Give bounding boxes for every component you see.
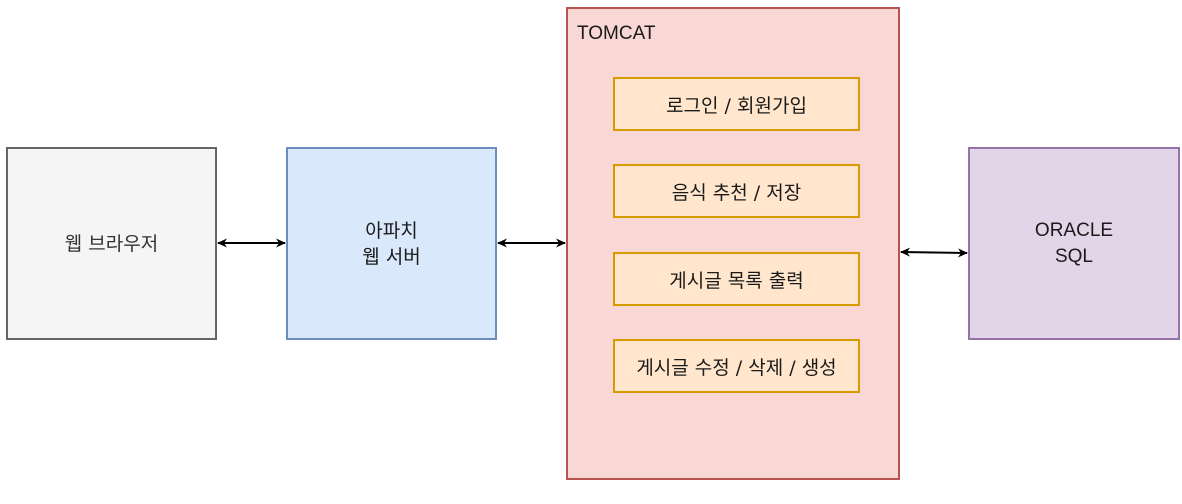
module-label: 로그인 / 회원가입 bbox=[666, 94, 807, 117]
tomcat-title: TOMCAT bbox=[577, 23, 656, 44]
arrow-tomcat-oracle bbox=[900, 247, 968, 258]
web-browser-label: 웹 브라우저 bbox=[64, 232, 159, 255]
module-food-recommend-save: 음식 추천 / 저장 bbox=[613, 164, 860, 218]
module-label: 게시글 목록 출력 bbox=[669, 269, 804, 292]
module-post-list: 게시글 목록 출력 bbox=[613, 252, 860, 306]
apache-label-line2: 웹 서버 bbox=[362, 245, 421, 268]
module-post-edit-delete-create: 게시글 수정 / 삭제 / 생성 bbox=[613, 339, 860, 393]
oracle-label-line1: ORACLE bbox=[1034, 219, 1114, 241]
web-browser-node: 웹 브라우저 bbox=[6, 147, 217, 340]
module-label: 음식 추천 / 저장 bbox=[671, 181, 802, 204]
apache-web-server-node: 아파치 웹 서버 bbox=[286, 147, 497, 340]
module-label: 게시글 수정 / 삭제 / 생성 bbox=[636, 356, 837, 379]
apache-label-line1: 아파치 bbox=[365, 219, 418, 242]
tomcat-container: TOMCAT 로그인 / 회원가입 음식 추천 / 저장 게시글 목록 출력 게… bbox=[566, 7, 900, 480]
module-login-signup: 로그인 / 회원가입 bbox=[613, 77, 860, 131]
oracle-label-line2: SQL bbox=[1054, 245, 1094, 267]
oracle-sql-node: ORACLE SQL bbox=[968, 147, 1180, 340]
